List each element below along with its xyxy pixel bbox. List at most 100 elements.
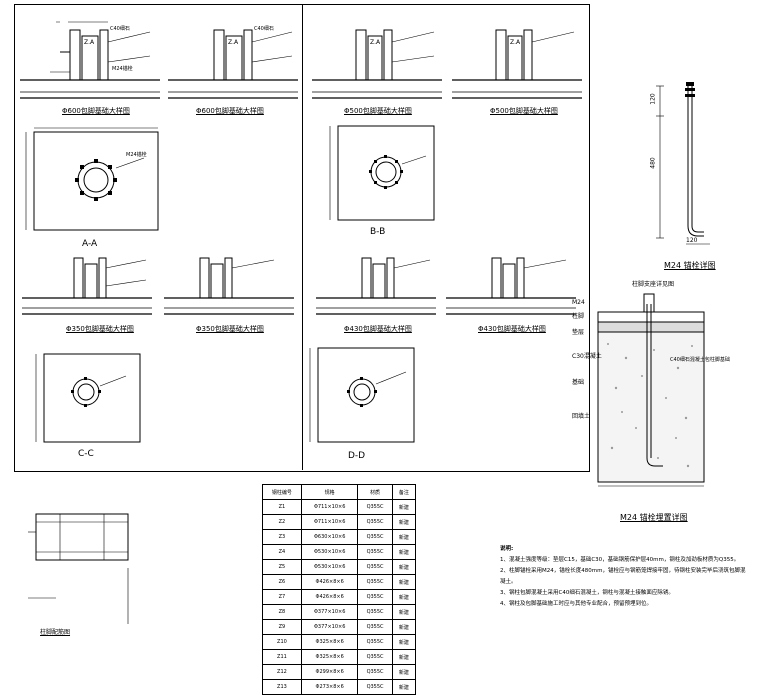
table-cell: 新建 <box>391 649 417 665</box>
table-header: 材质 <box>357 484 393 500</box>
svg-text:Z.A: Z.A <box>84 39 95 46</box>
table-cell: Φ711×10×6 <box>300 514 359 530</box>
caption-500a: Φ500包脚基础大样图 <box>344 107 412 115</box>
table-cell: 新建 <box>391 529 417 545</box>
bolt-detail <box>656 82 710 245</box>
table-cell: 新建 <box>391 499 417 515</box>
table-cell: Z1 <box>262 499 302 515</box>
table-cell: 新建 <box>391 544 417 560</box>
table-cell: Φ377×10×6 <box>300 619 359 635</box>
table-cell: Q355C <box>357 649 393 665</box>
embed-label-5: 基础 <box>572 379 585 386</box>
bolt-dim-bottom: 120 <box>686 237 698 244</box>
note-item: 2、柱脚锚栓采用M24，锚栓长度480mm，锚栓应与钢筋笼焊接牢固，待钢柱安装完… <box>500 568 746 585</box>
table-cell: Z11 <box>262 649 302 665</box>
table-cell: Z3 <box>262 529 302 545</box>
table-cell: Φ711×10×6 <box>300 499 359 515</box>
embed-label-3: 垫层 <box>572 329 585 336</box>
section-label-cc: C-C <box>78 449 94 459</box>
elevation-detail-600b: Z.A C40细石 <box>168 25 298 99</box>
bolt-dim-mid: 480 <box>649 157 657 169</box>
caption-350a: Φ350包脚基础大样图 <box>66 325 134 333</box>
table-cell: Φ377×10×6 <box>300 604 359 620</box>
table-header: 备注 <box>391 484 417 500</box>
table-cell: 新建 <box>391 679 417 695</box>
embed-label-right: C40细石混凝土包柱脚基础 <box>670 357 730 363</box>
embed-label-2: 柱脚 <box>572 313 585 320</box>
table-cell: Φ630×10×6 <box>300 529 359 545</box>
caption-430b: Φ430包脚基础大样图 <box>478 325 546 333</box>
embed-label-6: 回填土 <box>572 413 591 420</box>
table-cell: Z9 <box>262 619 302 635</box>
plan-section-cc <box>35 353 141 443</box>
table-cell: Q355C <box>357 619 393 635</box>
section-label-dd: D-D <box>348 451 366 461</box>
embed-label-1: M24 <box>572 299 585 306</box>
table-cell: Φ273×8×6 <box>300 679 359 695</box>
svg-text:M24锚栓: M24锚栓 <box>112 65 133 72</box>
table-cell: Φ426×8×6 <box>300 574 359 590</box>
plan-section-dd <box>309 347 415 443</box>
plan-section-bb <box>329 125 435 221</box>
elevation-detail-350b <box>164 257 294 315</box>
table-cell: Z6 <box>262 574 302 590</box>
embed-detail <box>597 293 705 487</box>
table-cell: 新建 <box>391 604 417 620</box>
table-cell: 新建 <box>391 664 417 680</box>
svg-text:Z.A: Z.A <box>510 39 521 46</box>
table-cell: 新建 <box>391 589 417 605</box>
table-cell: Q355C <box>357 514 393 530</box>
table-cell: Q355C <box>357 544 393 560</box>
plan-section-aa: M24锚栓 <box>25 127 159 231</box>
notes-title: 说明: <box>500 546 514 552</box>
table-cell: Q355C <box>357 499 393 515</box>
table-cell: Φ325×8×6 <box>300 649 359 665</box>
note-item: 3、钢柱包脚混凝土采用C40细石混凝土，钢柱与混凝土接触面应除锈。 <box>500 590 674 596</box>
table-cell: Q355C <box>357 574 393 590</box>
svg-text:M24锚栓: M24锚栓 <box>126 151 147 158</box>
elevation-detail-600a: Z.A C40细石 M24锚栓 <box>20 21 160 99</box>
table-cell: Z5 <box>262 559 302 575</box>
rebar-caption: 柱脚配筋图 <box>40 629 71 636</box>
table-cell: Z4 <box>262 544 302 560</box>
svg-text:C40细石: C40细石 <box>254 25 274 32</box>
table-cell: Z13 <box>262 679 302 695</box>
elevation-detail-500a: Z.A <box>312 29 442 99</box>
table-cell: Q355C <box>357 529 393 545</box>
table-cell: Φ426×8×6 <box>300 589 359 605</box>
caption-600a: Φ600包脚基础大样图 <box>62 107 130 115</box>
table-cell: Z2 <box>262 514 302 530</box>
embed-caption: M24 锚栓埋置详图 <box>620 513 688 522</box>
table-cell: Q355C <box>357 559 393 575</box>
bolt-dim-top: 120 <box>649 93 657 105</box>
embed-label-4: C30混凝土 <box>572 353 602 360</box>
embed-top-label: 柱脚支座详见图 <box>632 281 675 288</box>
table-cell: Q355C <box>357 679 393 695</box>
caption-430a: Φ430包脚基础大样图 <box>344 325 412 333</box>
frame-divider <box>302 4 303 470</box>
table-header-row: 钢柱编号 规格 材质 备注 <box>262 484 417 500</box>
notes-block: 说明: 1、混凝土强度等级：垫层C15，基础C30，基础钢筋保护层40mm，钢柱… <box>500 544 748 610</box>
section-label-bb: B-B <box>370 227 386 237</box>
caption-350b: Φ350包脚基础大样图 <box>196 325 264 333</box>
caption-600b: Φ600包脚基础大样图 <box>196 107 264 115</box>
table-cell: 新建 <box>391 619 417 635</box>
rebar-detail <box>28 513 129 624</box>
table-cell: Q355C <box>357 604 393 620</box>
bolt-caption: M24 锚栓详图 <box>664 261 716 270</box>
svg-text:C40细石: C40细石 <box>110 25 130 32</box>
table-header: 钢柱编号 <box>262 484 302 500</box>
